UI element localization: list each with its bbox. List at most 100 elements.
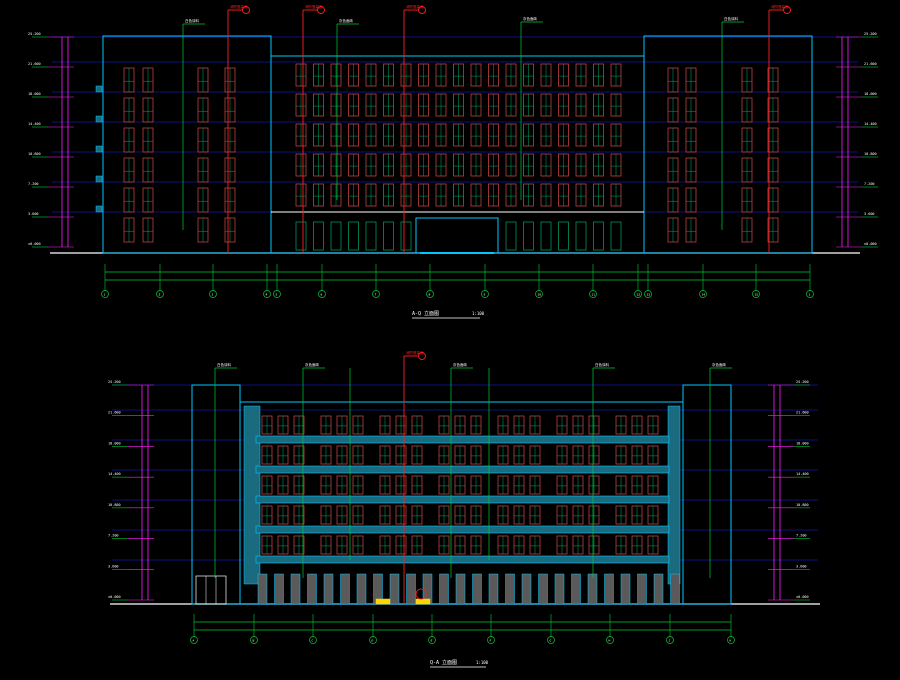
lower-right-level-label: 7.200 bbox=[796, 534, 807, 538]
upper-axis-bubble bbox=[318, 290, 326, 298]
ground-floor-bay bbox=[604, 573, 614, 605]
upper-axis-bubble bbox=[589, 290, 597, 298]
upper-green-tag-2-label: 灰色面砖 bbox=[339, 18, 353, 23]
upper-green-tag-4-label: 白色涂料 bbox=[724, 16, 738, 21]
ground-floor-bay bbox=[439, 573, 449, 605]
upper-green-tag-1-label: 白色涂料 bbox=[185, 18, 199, 23]
lower-axis-label: H bbox=[609, 638, 611, 642]
lower-green-tag-5-label: 灰色面砖 bbox=[712, 362, 726, 367]
lower-right-level-label: ±0.000 bbox=[796, 595, 809, 599]
lower-axis-label: F bbox=[490, 638, 492, 642]
ground-floor-bay bbox=[455, 573, 466, 605]
lower-left-level-label: 3.600 bbox=[108, 564, 119, 568]
lower-axis-bubble bbox=[547, 636, 555, 644]
lower-green-tag-4-label: 白色涂料 bbox=[595, 362, 609, 367]
lower-axis-label: B bbox=[253, 638, 255, 642]
upper-axis-label: 10 bbox=[538, 292, 542, 296]
ground-floor-door bbox=[295, 221, 307, 251]
upper-axis-bubble bbox=[644, 290, 652, 298]
upper-left-level-label: 3.600 bbox=[28, 212, 39, 216]
upper-right-level-label: 18.000 bbox=[864, 92, 877, 96]
ground-floor-bay bbox=[356, 573, 367, 605]
ground-floor-door bbox=[330, 221, 342, 251]
ground-floor-bay bbox=[670, 573, 680, 605]
upper-axis-bubble bbox=[481, 290, 489, 298]
lower-axis-bubble bbox=[190, 636, 198, 644]
ground-floor-bay bbox=[406, 573, 416, 605]
ground-floor-bay bbox=[571, 573, 581, 605]
ground-floor-bay bbox=[323, 573, 334, 605]
upper-right-level-label: 7.200 bbox=[864, 182, 875, 186]
entrance-marker-right bbox=[415, 598, 431, 605]
entrance-door-swing bbox=[415, 588, 427, 600]
upper-axis-label: 5 bbox=[276, 292, 278, 296]
ground-floor-door bbox=[610, 221, 622, 251]
lower-axis-bubble bbox=[666, 636, 674, 644]
lower-right-level-label: 18.000 bbox=[796, 441, 809, 445]
lower-caption: Q-A 立面图 bbox=[430, 659, 457, 666]
ground-floor-bay bbox=[274, 573, 284, 605]
lower-left-level-label: 25.200 bbox=[108, 380, 121, 384]
upper-axis-label: 14 bbox=[702, 292, 706, 296]
lower-green-tag-1-label: 白色涂料 bbox=[217, 362, 231, 367]
lower-right-level-label: 21.600 bbox=[796, 411, 809, 415]
lower-axis-label: D bbox=[372, 638, 374, 642]
ground-floor-door bbox=[348, 221, 359, 251]
lower-axis-bubble bbox=[309, 636, 317, 644]
right-tower-outline bbox=[682, 384, 732, 605]
upper-left-level-label: 10.800 bbox=[28, 152, 41, 156]
ground-floor-bay bbox=[257, 573, 268, 605]
upper-axis-bubble bbox=[699, 290, 707, 298]
ground-floor-door bbox=[575, 221, 587, 251]
upper-axis-label: 12 bbox=[637, 292, 641, 296]
upper-axis-label: 11 bbox=[592, 292, 596, 296]
lower-right-level-label: 25.200 bbox=[796, 380, 809, 384]
ground-floor-bay bbox=[637, 573, 647, 605]
upper-axis-bubble bbox=[806, 290, 814, 298]
right-pilaster bbox=[667, 405, 681, 585]
lower-axis-label: K bbox=[730, 638, 732, 642]
lower-red-tag-1-label: 消防登高面 bbox=[406, 350, 424, 355]
ground-floor-door bbox=[365, 221, 377, 251]
upper-axis-bubble bbox=[372, 290, 380, 298]
ground-floor-door bbox=[400, 221, 412, 251]
ground-floor-bay bbox=[290, 573, 301, 605]
ground-floor-bay bbox=[389, 573, 400, 605]
lower-right-level-label: 3.600 bbox=[796, 564, 807, 568]
lower-red-tag-1-callout-circle bbox=[418, 352, 426, 360]
upper-right-level-label: 3.600 bbox=[864, 212, 875, 216]
upper-axis-bubble bbox=[535, 290, 543, 298]
ground-floor-bay bbox=[488, 573, 499, 605]
left-wing-balcony bbox=[95, 175, 103, 183]
upper-right-level-label: ±0.000 bbox=[864, 242, 877, 246]
ground-floor-bay bbox=[472, 573, 482, 605]
main-entrance-canopy bbox=[415, 217, 499, 254]
upper-red-tag-2-callout-circle bbox=[317, 6, 325, 14]
lower-axis-label: C bbox=[312, 638, 314, 642]
upper-axis-bubble bbox=[273, 290, 281, 298]
ground-floor-bay bbox=[521, 573, 532, 605]
upper-axis-label: 9 bbox=[484, 292, 486, 296]
upper-right-level-label: 10.800 bbox=[864, 152, 877, 156]
upper-axis-bubble bbox=[752, 290, 760, 298]
upper-axis-bubble bbox=[634, 290, 642, 298]
lower-green-tag-2-label: 灰色面砖 bbox=[305, 362, 319, 367]
upper-axis-label: 6 bbox=[321, 292, 323, 296]
left-wing-balcony bbox=[95, 145, 103, 153]
left-wing-balcony bbox=[95, 85, 103, 93]
ground-floor-bay bbox=[340, 573, 350, 605]
left-wing-outline bbox=[102, 35, 272, 254]
lower-axis-bubble bbox=[250, 636, 258, 644]
upper-axis-bubble bbox=[101, 290, 109, 298]
upper-axis-label: 13 bbox=[647, 292, 651, 296]
lower-axis-bubble bbox=[369, 636, 377, 644]
upper-right-level-label: 25.200 bbox=[864, 32, 877, 36]
upper-caption: A-Q 立面图 bbox=[412, 310, 439, 317]
ground-floor-bay bbox=[620, 573, 631, 605]
upper-axis-label: 4 bbox=[266, 292, 268, 296]
upper-axis-label: 15 bbox=[755, 292, 759, 296]
lower-left-level-label: 18.000 bbox=[108, 441, 121, 445]
upper-red-tag-4-callout-circle bbox=[783, 6, 791, 14]
